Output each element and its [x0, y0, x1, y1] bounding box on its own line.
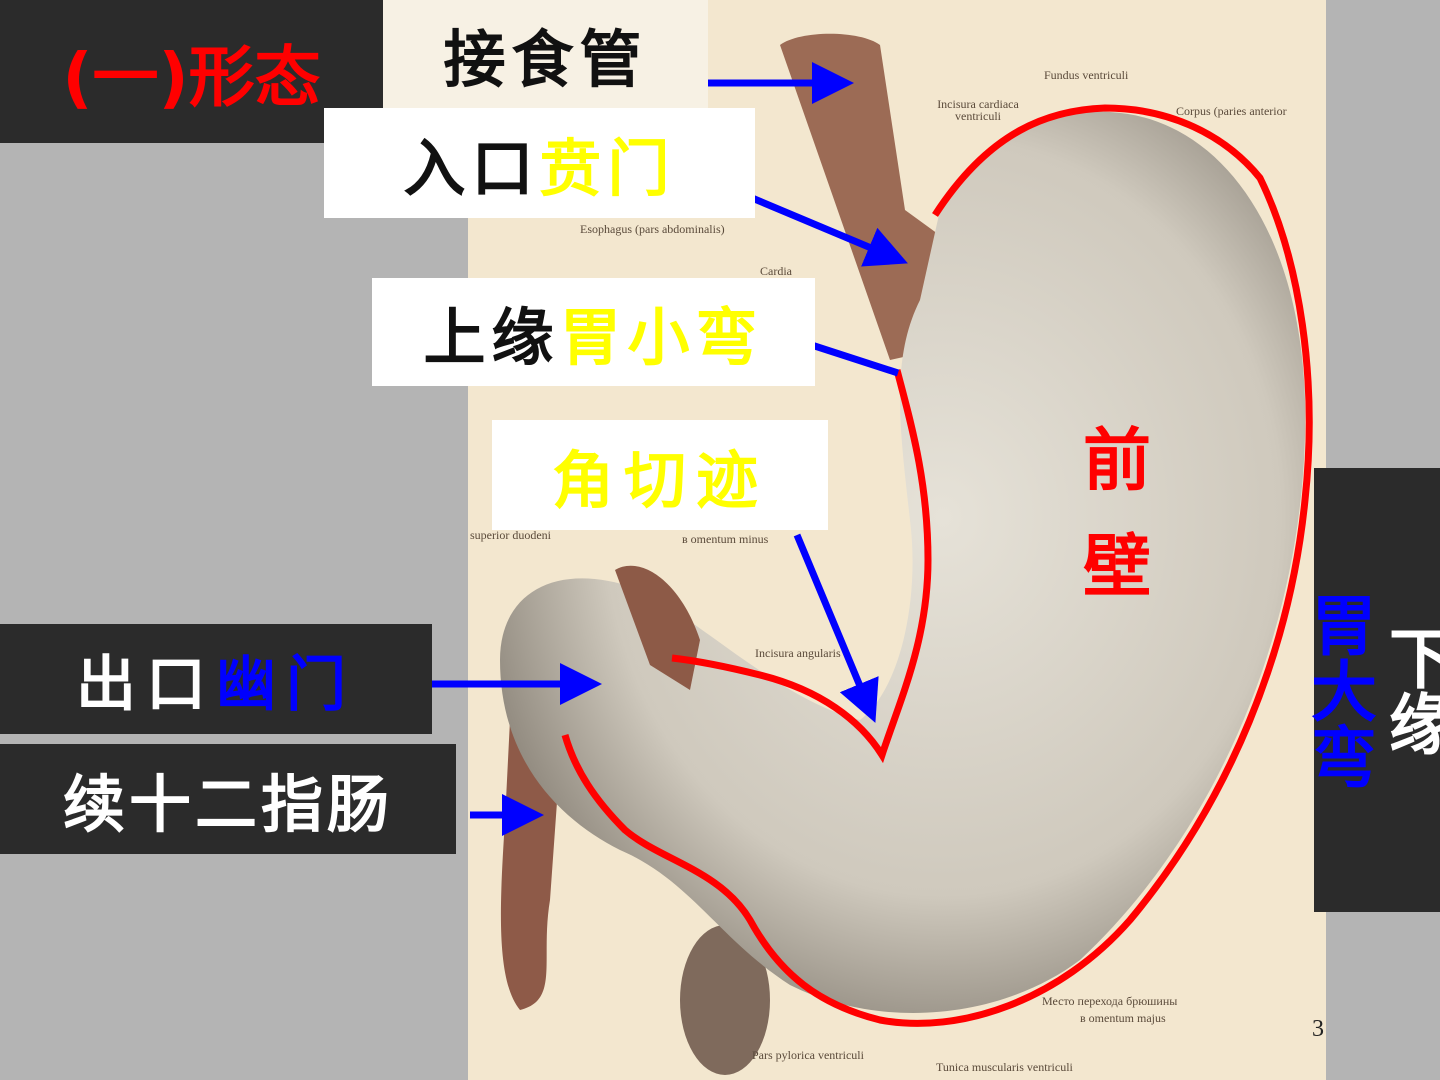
arrow-angular-incisure [793, 533, 879, 723]
latin-fundus: Fundus ventriculi [1044, 68, 1129, 82]
stomach-shape [500, 111, 1306, 1013]
latin-tunica: Tunica muscularis ventriculi [936, 1060, 1073, 1074]
page-number: 3 [1312, 1016, 1324, 1042]
latin-omentum-majus-1: Место перехода брюшины [1042, 994, 1178, 1008]
label-duodenum: 续十二指肠 [0, 744, 456, 854]
label-outlet: 出口幽门 [0, 624, 432, 734]
label-outlet-prefix: 出口 [76, 649, 216, 720]
label-upper-prefix: 上缘 [423, 301, 560, 374]
label-lower: 下缘胃大弯 [1300, 468, 1440, 912]
label-lesser-curvature: 胃小弯 [559, 301, 764, 374]
label-pylorus: 幽门 [216, 649, 356, 720]
label-front-wall: 前壁 [1070, 424, 1150, 636]
latin-incisura-angularis: Incisura angularis [755, 646, 841, 660]
duodenum-end [680, 925, 770, 1075]
latin-superior-duodeni: superior duodeni [470, 528, 551, 542]
latin-esophagus: Esophagus (pars abdominalis) [580, 222, 725, 236]
latin-omentum-majus-2: в omentum majus [1080, 1011, 1166, 1025]
esophagus-shape [780, 33, 960, 360]
latin-omentum-minus: в omentum minus [682, 532, 769, 546]
label-upper: 上缘胃小弯 [372, 278, 815, 386]
label-inlet-prefix: 入口 [403, 132, 540, 205]
label-esophagus: 接食管 [383, 0, 708, 108]
label-inlet: 入口贲门 [324, 108, 755, 218]
latin-incisura-cardiaca: Incisura cardiaca ventriculi [937, 97, 1019, 123]
label-cardia: 贲门 [539, 132, 676, 205]
slide-title: (一)形态 [0, 0, 383, 143]
label-greater-curvature: 胃大弯 [1300, 591, 1377, 789]
greater-curvature-outline [561, 104, 1313, 1027]
latin-pars-pylorica: Pars pylorica ventriculi [752, 1048, 864, 1062]
latin-cardia: Cardia [760, 264, 792, 278]
arrow-cardia [731, 186, 908, 267]
label-lower-prefix: 下缘 [1378, 624, 1440, 756]
label-angular-incisure: 角切迹 [492, 420, 828, 530]
latin-corpus: Corpus (paries anterior [1176, 104, 1287, 118]
lesser-curvature-outline [671, 369, 932, 764]
